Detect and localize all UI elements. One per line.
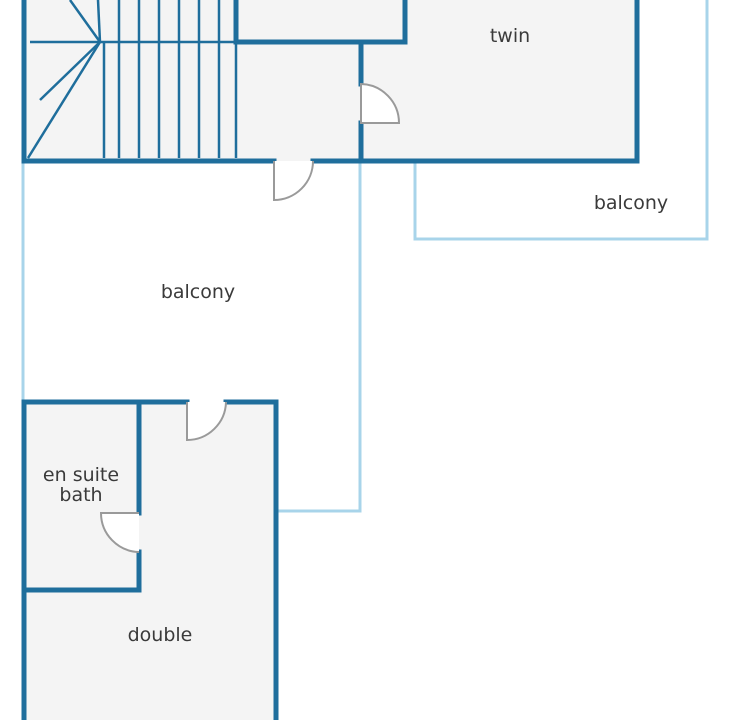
door-swing-icon [99, 512, 140, 553]
door-swing-icon [186, 401, 227, 442]
upper-closet-floor [236, 0, 405, 42]
room-label-en-suite: en suite [43, 464, 119, 486]
lower-rooms [24, 402, 276, 720]
door-swing-icon [273, 160, 314, 202]
door-swing-icon [360, 82, 401, 124]
double-room-floor [24, 402, 276, 720]
room-label-twin: twin [490, 25, 530, 47]
balcony-main-outline-right [276, 162, 362, 513]
room-label-balcony-right: balcony [594, 192, 668, 214]
room-label-balcony-main: balcony [161, 281, 235, 303]
lower-walls [21, 399, 279, 720]
upper-walls [21, 0, 640, 164]
room-label-bath: bath [59, 484, 102, 506]
room-label-double: double [128, 624, 193, 646]
upper-rooms [24, 0, 637, 161]
